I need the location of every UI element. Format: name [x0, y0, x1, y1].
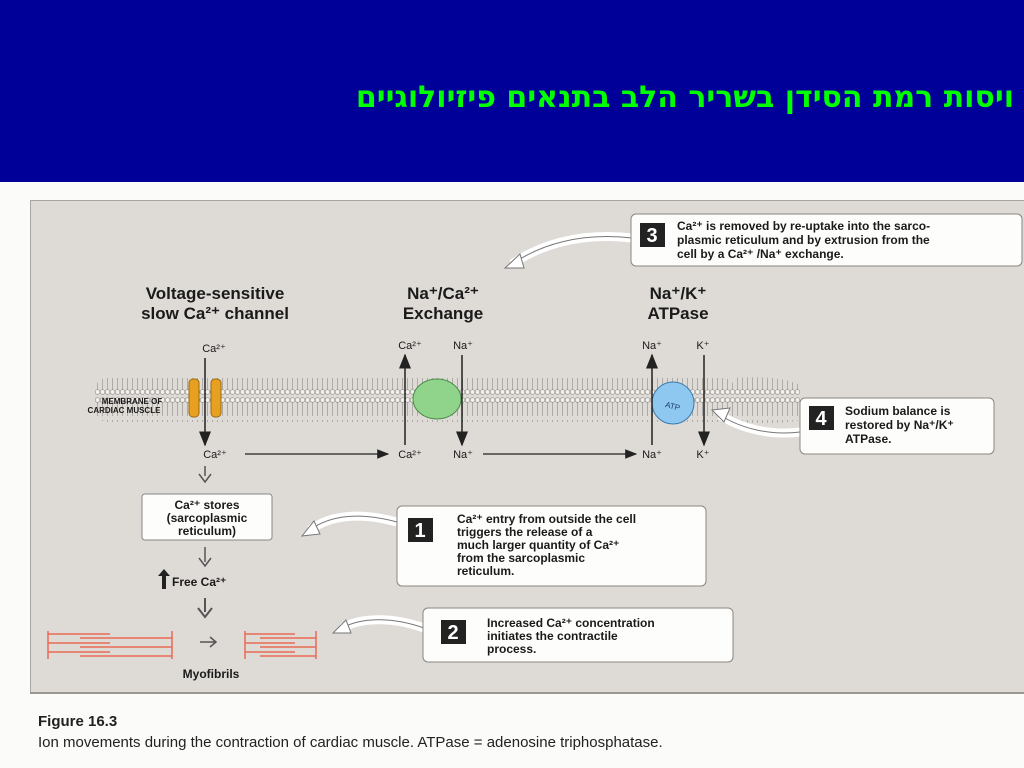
callout-1-line-2: triggers the release of a [457, 525, 593, 539]
callout-2-badge [441, 620, 466, 644]
hollow-down-arrow-3 [197, 598, 213, 619]
callout-3-line-1: Ca²⁺ is removed by re-uptake into the sa… [677, 219, 930, 233]
callout-3-line-2: plasmic reticulum and by extrusion from … [677, 233, 930, 247]
ca-stores-line-2: (sarcoplasmic [167, 511, 248, 525]
ca-stores-line-3: reticulum) [178, 524, 236, 538]
callout-2-number: 2 [447, 622, 458, 644]
callout-3-badge [640, 223, 665, 247]
callout-1-pointer [307, 511, 399, 534]
callout-3-line-3: cell by a Ca²⁺ /Na⁺ exchange. [677, 247, 844, 261]
callout-2-line-3: process. [487, 642, 536, 656]
atpase-k-top: K⁺ [696, 340, 709, 352]
exchange-title-1: Na⁺/Ca²⁺ [407, 284, 479, 303]
callout-1-line-4: from the sarcoplasmic [457, 551, 585, 565]
callout-4-line-3: ATPase. [845, 432, 891, 446]
channel-title-2: slow Ca²⁺ channel [141, 304, 289, 323]
exchange-title-2: Exchange [403, 304, 483, 323]
myofibril-relaxed [47, 631, 173, 659]
exchange-ca-top: Ca²⁺ [398, 340, 422, 352]
exchange-na-bottom: Na⁺ [453, 449, 473, 461]
callout-3-pointer [509, 232, 633, 268]
callout-2-line-2: initiates the contractile [487, 629, 618, 643]
callout-1-line-5: reticulum. [457, 564, 514, 578]
callout-4-badge [809, 406, 834, 430]
callout-1-line-1: Ca²⁺ entry from outside the cell [457, 512, 636, 526]
callout-4-number: 4 [815, 408, 827, 430]
atpase-title-2: ATPase [647, 304, 708, 323]
hollow-down-arrow-2 [198, 547, 212, 568]
atpase-title-1: Na⁺/K⁺ [650, 284, 707, 303]
hollow-right-arrow [200, 636, 218, 648]
channel-ca-bottom: Ca²⁺ [203, 449, 227, 461]
slide-header: ויסות רמת הסידן בשריר הלב בתנאים פיזיולו… [0, 0, 1024, 182]
callout-1-number: 1 [414, 520, 425, 542]
callout-1-box [396, 505, 707, 587]
callout-4-line-2: restored by Na⁺/K⁺ [845, 418, 954, 432]
callout-3-number: 3 [646, 225, 657, 247]
calcium-channel [188, 378, 222, 418]
up-arrow-icon [158, 569, 170, 589]
exchange-ca-bottom: Ca²⁺ [398, 449, 422, 461]
atp-label: ATP [664, 400, 681, 413]
callout-4-line-1: Sodium balance is [845, 404, 951, 418]
exchanger-protein [412, 378, 462, 420]
myofibrils-label: Myofibrils [183, 667, 240, 681]
membrane-label-1: MEMBRANE OF [102, 397, 163, 406]
callout-1-badge [408, 518, 433, 542]
atpase-na-top: Na⁺ [642, 340, 662, 352]
hollow-down-arrow-1 [198, 466, 212, 484]
callout-1-line-3: much larger quantity of Ca²⁺ [457, 538, 619, 552]
ca-stores-box [141, 493, 273, 541]
panel-divider [30, 692, 1024, 694]
channel-title-1: Voltage-sensitive [146, 284, 285, 303]
callout-2-box [422, 607, 734, 663]
membrane-label-2: CARDIAC MUSCLE [88, 406, 162, 415]
free-ca-label: Free Ca²⁺ [172, 575, 226, 589]
figure-number: Figure 16.3 [38, 713, 118, 730]
exchange-na-top: Na⁺ [453, 340, 473, 352]
atpase-na-bottom: Na⁺ [642, 449, 662, 461]
callout-3-box [630, 213, 1023, 267]
callout-2-line-1: Increased Ca²⁺ concentration [487, 616, 655, 630]
callout-4-box [799, 397, 995, 455]
myofibril-contracted [244, 631, 317, 659]
figure-caption: Ion movements during the contraction of … [38, 734, 663, 751]
atpase-k-bottom: K⁺ [696, 449, 709, 461]
ca-stores-line-1: Ca²⁺ stores [174, 498, 239, 512]
channel-ca-top: Ca²⁺ [202, 343, 226, 355]
slide-title: ויסות רמת הסידן בשריר הלב בתנאים פיזיולו… [355, 80, 1014, 115]
